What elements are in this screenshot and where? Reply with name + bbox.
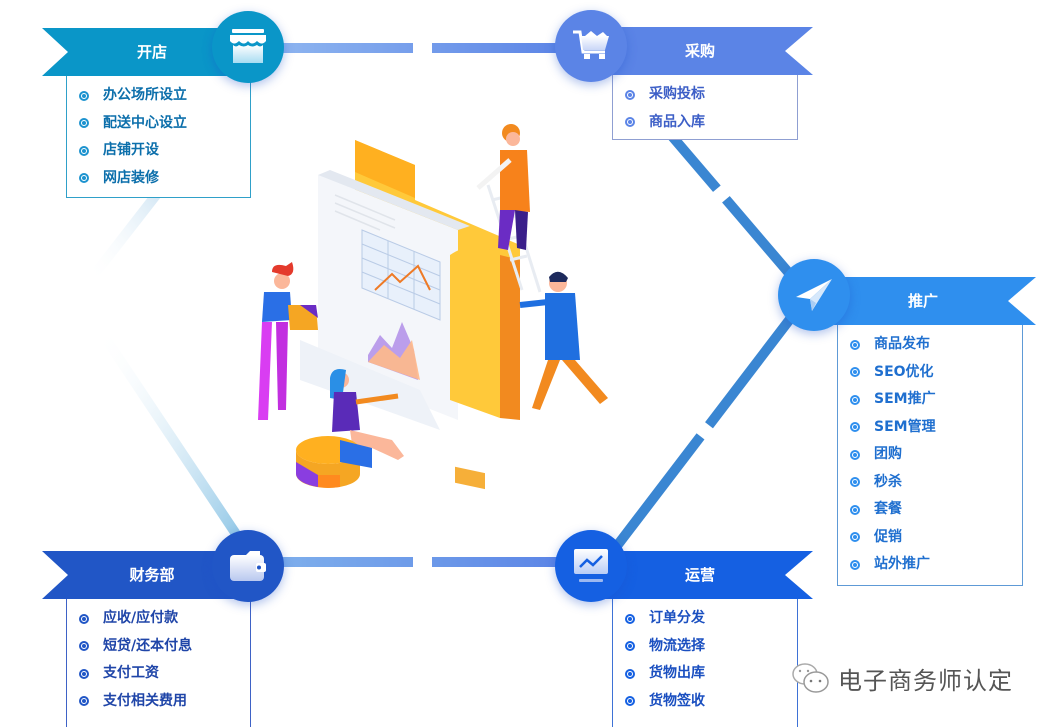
radio-bullet-icon [79, 118, 89, 129]
list-item: 套餐 [850, 496, 1022, 524]
list-item: 网店装修 [79, 165, 250, 193]
ribbon-shape [808, 277, 1036, 325]
radio-bullet-icon [850, 449, 860, 460]
stage-caiwu-banner: 财务部 [42, 551, 242, 599]
radio-bullet-icon [625, 668, 635, 679]
line-kaidian-left [86, 186, 164, 284]
radio-bullet-icon [850, 559, 860, 570]
stage-title: 开店 [136, 43, 167, 61]
list-item: 办公场所设立 [79, 82, 250, 110]
line-caiwu-left [95, 327, 245, 543]
stage-caigou-list: 采购投标 商品入库 [612, 75, 798, 140]
stage-tuiguang-banner: 推广 [808, 277, 1036, 325]
stage-yunying-node [555, 530, 627, 602]
radio-bullet-icon [850, 504, 860, 515]
stage-yunying-banner: 运营 [585, 551, 813, 599]
stage-caigou-node [555, 10, 627, 82]
list-item: 货物签收 [625, 688, 797, 716]
ribbon-shape [42, 28, 242, 76]
radio-bullet-icon [625, 613, 635, 624]
arrow-top-chevron-icon: » [413, 32, 432, 62]
ribbon-shape [585, 27, 813, 75]
radio-bullet-icon [850, 339, 860, 350]
watermark-text: 电子商务师认定 [838, 666, 1013, 695]
wechat-icon [792, 663, 829, 693]
list-item: 支付工资 [79, 660, 250, 688]
wallet-icon [230, 551, 266, 581]
stage-yunying-list: 订单分发 物流选择 货物出库 货物签收 [612, 599, 798, 727]
list-item: 应收/应付款 [79, 605, 250, 633]
radio-bullet-icon [79, 145, 89, 156]
ribbon-shape [42, 551, 242, 599]
stage-kaidian-banner: 开店 [42, 28, 242, 76]
list-item: 促销 [850, 524, 1022, 552]
radio-bullet-icon [79, 668, 89, 679]
list-item: 团购 [850, 441, 1022, 469]
radio-bullet-icon [850, 477, 860, 488]
paper-plane-icon [796, 279, 832, 311]
list-item: 支付相关费用 [79, 688, 250, 716]
stage-caiwu-node [212, 530, 284, 602]
radio-bullet-icon [625, 89, 635, 100]
stage-kaidian-list: 办公场所设立 配送中心设立 店铺开设 网店装修 [66, 76, 251, 198]
list-item: SEM管理 [850, 414, 1022, 442]
stage-tuiguang-list: 商品发布 SEO优化 SEM推广 SEM管理 团购 秒杀 套餐 促销 站外推广 [837, 325, 1023, 586]
ribbon-shape [585, 551, 813, 599]
list-item: 短贷/还本付息 [79, 633, 250, 661]
list-item: SEO优化 [850, 359, 1022, 387]
stage-caigou-banner: 采购 [585, 27, 813, 75]
line-chart-monitor-icon [574, 549, 608, 582]
list-item: 商品入库 [625, 109, 797, 137]
list-item: 订单分发 [625, 605, 797, 633]
radio-bullet-icon [850, 394, 860, 405]
list-item: 店铺开设 [79, 137, 250, 165]
radio-bullet-icon [79, 173, 89, 184]
list-item: 物流选择 [625, 633, 797, 661]
list-item: 采购投标 [625, 81, 797, 109]
list-item: 货物出库 [625, 660, 797, 688]
storefront-icon [230, 29, 266, 63]
list-item: 商品发布 [850, 331, 1022, 359]
radio-bullet-icon [850, 422, 860, 433]
stage-caiwu-list: 应收/应付款 短贷/还本付息 支付工资 支付相关费用 [66, 599, 251, 727]
radio-bullet-icon [79, 613, 89, 624]
radio-bullet-icon [79, 641, 89, 652]
stage-title: 推广 [907, 292, 938, 310]
radio-bullet-icon [625, 696, 635, 707]
list-item: 配送中心设立 [79, 110, 250, 138]
radio-bullet-icon [850, 367, 860, 378]
stage-tuiguang-node [778, 259, 850, 331]
stage-kaidian-node [212, 11, 284, 83]
radio-bullet-icon [850, 532, 860, 543]
shopping-cart-icon [573, 30, 609, 59]
radio-bullet-icon [79, 90, 89, 101]
radio-bullet-icon [625, 641, 635, 652]
wechat-watermark: 电子商务师认定 [790, 660, 1013, 696]
stage-title: 采购 [684, 42, 715, 60]
list-item: 秒杀 [850, 469, 1022, 497]
list-item: SEM推广 [850, 386, 1022, 414]
stage-title: 运营 [684, 566, 715, 584]
list-item: 站外推广 [850, 551, 1022, 579]
folder-front [450, 246, 500, 418]
radio-bullet-icon [79, 696, 89, 707]
stage-title: 财务部 [129, 566, 175, 584]
line-caigou-tuiguang [661, 124, 804, 290]
arrow-bottom-chevron-icon: « [413, 546, 432, 576]
radio-bullet-icon [625, 117, 635, 128]
